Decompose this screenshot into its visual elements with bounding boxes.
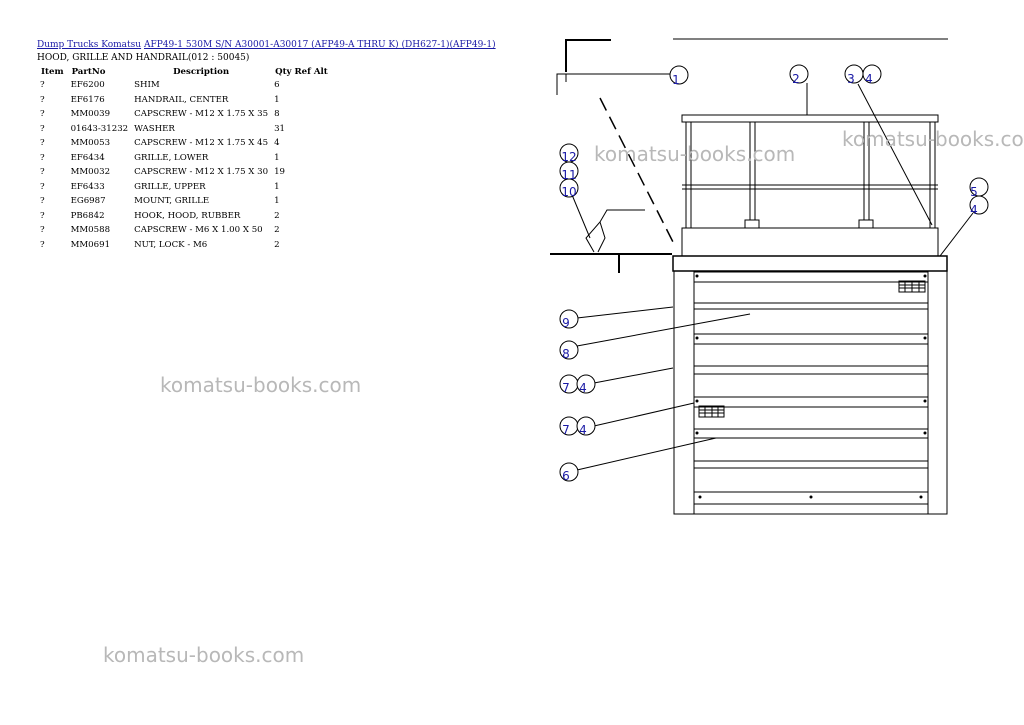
cell-description: MOUNT, GRILLE bbox=[134, 196, 210, 206]
cell-description: WASHER bbox=[134, 123, 175, 134]
table-header-row: Item PartNo Description Qty Ref Alt bbox=[37, 66, 332, 79]
section-title: HOOD, GRILLE AND HANDRAIL(012 : 50045) bbox=[37, 53, 250, 63]
cell-description: HANDRAIL, CENTER bbox=[134, 94, 229, 105]
cell-item: ? bbox=[40, 123, 45, 134]
cell-item: ? bbox=[40, 138, 45, 148]
cell-item: ? bbox=[40, 80, 45, 90]
cell-partno: 01643-31232 bbox=[70, 123, 129, 134]
cell-qty: 2 bbox=[274, 239, 280, 250]
breadcrumb-link-dump-trucks[interactable]: Dump Trucks Komatsu bbox=[37, 40, 142, 50]
callout-label: 11 bbox=[561, 168, 576, 182]
watermark: komatsu-books.com bbox=[160, 373, 362, 397]
cell-description: HOOK, HOOD, RUBBER bbox=[134, 210, 241, 221]
cell-partno: MM0588 bbox=[70, 225, 111, 235]
header-partno: PartNo bbox=[71, 67, 106, 77]
callout-label: 12 bbox=[561, 150, 576, 164]
cell-partno: EF6433 bbox=[70, 181, 105, 192]
cell-item: ? bbox=[40, 210, 45, 221]
cell-partno: MM0691 bbox=[70, 239, 111, 250]
cell-qty: 1 bbox=[274, 152, 280, 163]
parts-diagram: 1 2 3 4 12 11 10 5 4 9 8 7 4 7 4 6 bbox=[550, 38, 989, 515]
header-qty: Qty Ref Alt bbox=[275, 67, 328, 77]
cell-description: CAPSCREW - M12 X 1.75 X 30 bbox=[134, 167, 269, 177]
table-row: ? 01643-31232 WASHER 31 bbox=[37, 123, 332, 138]
breadcrumb-link-model[interactable]: AFP49-1 530M S/N A30001-A30017 (AFP49-A … bbox=[143, 40, 496, 50]
cell-partno: MM0039 bbox=[70, 109, 111, 119]
callout-label: 4 bbox=[579, 381, 587, 395]
table-row: ? PB6842 HOOK, HOOD, RUBBER 2 bbox=[37, 210, 332, 225]
callout-label: 9 bbox=[562, 316, 570, 330]
cell-item: ? bbox=[40, 94, 45, 105]
cell-qty: 4 bbox=[274, 138, 280, 148]
cell-description: CAPSCREW - M12 X 1.75 X 45 bbox=[134, 138, 269, 148]
cell-partno: MM0032 bbox=[70, 167, 111, 177]
cell-description: CAPSCREW - M12 X 1.75 X 35 bbox=[134, 109, 269, 119]
table-row: ? MM0039 CAPSCREW - M12 X 1.75 X 35 8 bbox=[37, 108, 332, 123]
cell-partno: MM0053 bbox=[70, 138, 111, 148]
callout-label: 4 bbox=[579, 423, 587, 437]
table-row: ? EF6176 HANDRAIL, CENTER 1 bbox=[37, 94, 332, 109]
callout-label: 6 bbox=[562, 469, 570, 483]
cell-partno: PB6842 bbox=[70, 210, 105, 221]
callout-label: 2 bbox=[792, 72, 800, 86]
callout-label: 3 bbox=[847, 72, 855, 86]
cell-qty: 1 bbox=[274, 181, 280, 192]
cell-description: SHIM bbox=[134, 80, 160, 90]
cell-description: NUT, LOCK - M6 bbox=[134, 239, 208, 250]
callout-label: 4 bbox=[970, 203, 978, 217]
cell-partno: EF6434 bbox=[70, 152, 105, 163]
table-row: ? MM0691 NUT, LOCK - M6 2 bbox=[37, 239, 332, 254]
cell-item: ? bbox=[40, 167, 45, 177]
callout-label: 4 bbox=[865, 72, 873, 86]
cell-qty: 1 bbox=[274, 94, 280, 105]
header-description: Description bbox=[173, 67, 230, 77]
cell-item: ? bbox=[40, 181, 45, 192]
callout-label: 5 bbox=[970, 185, 978, 199]
watermark: komatsu-books.com bbox=[594, 142, 796, 166]
cell-partno: EG6987 bbox=[70, 196, 106, 206]
cell-qty: 2 bbox=[274, 225, 280, 235]
table-row: ? MM0053 CAPSCREW - M12 X 1.75 X 45 4 bbox=[37, 137, 332, 152]
cell-description: GRILLE, UPPER bbox=[134, 181, 206, 192]
callout-label: 8 bbox=[562, 347, 570, 361]
cell-item: ? bbox=[40, 225, 45, 235]
table-row: ? MM0032 CAPSCREW - M12 X 1.75 X 30 19 bbox=[37, 166, 332, 181]
cell-qty: 1 bbox=[274, 196, 280, 206]
cell-qty: 6 bbox=[274, 80, 280, 90]
cell-qty: 2 bbox=[274, 210, 280, 221]
cell-qty: 31 bbox=[274, 123, 286, 134]
table-row: ? EF6433 GRILLE, UPPER 1 bbox=[37, 181, 332, 196]
watermark: komatsu-books.com bbox=[842, 127, 1024, 151]
callout-label: 7 bbox=[562, 423, 570, 437]
callout-label: 1 bbox=[672, 73, 680, 87]
cell-description: CAPSCREW - M6 X 1.00 X 50 bbox=[134, 225, 263, 235]
table-row: ? EF6200 SHIM 6 bbox=[37, 79, 332, 94]
cell-item: ? bbox=[40, 109, 45, 119]
cell-item: ? bbox=[40, 196, 45, 206]
cell-partno: EF6200 bbox=[70, 80, 105, 90]
cell-partno: EF6176 bbox=[70, 94, 105, 105]
breadcrumb: Dump Trucks Komatsu AFP49-1 530M S/N A30… bbox=[37, 40, 496, 50]
cell-item: ? bbox=[40, 152, 45, 163]
callout-label: 7 bbox=[562, 381, 570, 395]
watermark: komatsu-books.com bbox=[103, 643, 305, 667]
table-row: ? MM0588 CAPSCREW - M6 X 1.00 X 50 2 bbox=[37, 224, 332, 239]
parts-table: Item PartNo Description Qty Ref Alt ? EF6… bbox=[37, 66, 332, 253]
cell-description: GRILLE, LOWER bbox=[134, 152, 209, 163]
table-row: ? EG6987 MOUNT, GRILLE 1 bbox=[37, 195, 332, 210]
table-row: ? EF6434 GRILLE, LOWER 1 bbox=[37, 152, 332, 167]
cell-item: ? bbox=[40, 239, 45, 250]
callout-label: 10 bbox=[561, 185, 576, 199]
cell-qty: 19 bbox=[274, 167, 286, 177]
cell-qty: 8 bbox=[274, 109, 280, 119]
header-item: Item bbox=[41, 67, 64, 77]
